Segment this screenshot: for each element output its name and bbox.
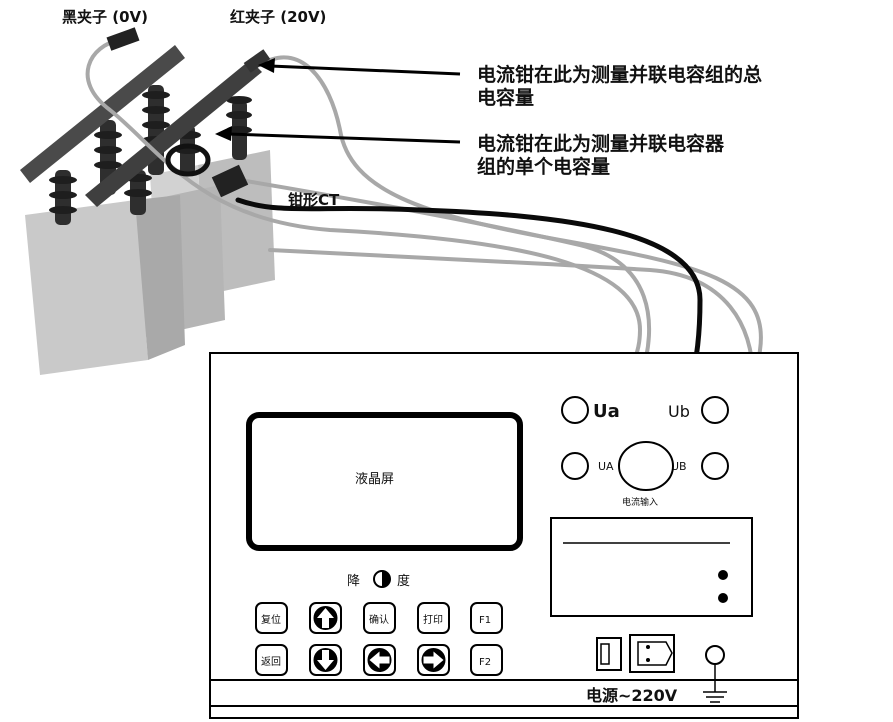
port-current-input-label: 电流输入 bbox=[622, 496, 658, 508]
annotation-single-line2: 组的单个电容量 bbox=[477, 155, 610, 178]
ground-terminal[interactable] bbox=[705, 645, 725, 692]
gray-cable-1 bbox=[85, 38, 643, 407]
port-ua-big[interactable] bbox=[561, 396, 589, 424]
power-switch[interactable] bbox=[596, 637, 622, 671]
contrast-knob[interactable] bbox=[373, 570, 391, 588]
lcd-label: 液晶屏 bbox=[355, 472, 394, 487]
clamp-ct-label: 钳形CT bbox=[288, 191, 340, 209]
right-arrow-icon bbox=[421, 648, 446, 672]
reset-key[interactable]: 复位 bbox=[255, 602, 288, 634]
annotation-total-line1: 电流钳在此为测量并联电容组的总 bbox=[477, 63, 762, 86]
confirm-key[interactable]: 确认 bbox=[363, 602, 396, 634]
f2-key[interactable]: F2 bbox=[470, 644, 503, 676]
print-key-label: 打印 bbox=[423, 613, 443, 626]
contrast-right-label: 度 bbox=[397, 573, 410, 589]
confirm-key-label: 确认 bbox=[369, 613, 389, 626]
port-ub-small[interactable] bbox=[701, 452, 729, 480]
up-arrow-key[interactable] bbox=[309, 602, 342, 634]
port-ub-big-label: Ub bbox=[668, 402, 690, 421]
print-key[interactable]: 打印 bbox=[417, 602, 450, 634]
contrast-left-label: 降 bbox=[347, 574, 360, 589]
port-ub-small-label: UB bbox=[671, 460, 687, 473]
f1-key-label: F1 bbox=[479, 615, 491, 626]
annotation-single-line1: 电流钳在此为测量并联电容器 bbox=[477, 132, 725, 155]
black-clip-label: 黑夹子 (0V) bbox=[62, 8, 148, 26]
printer-slot bbox=[550, 517, 753, 617]
clamp-ct bbox=[165, 143, 249, 198]
annotation-arrows bbox=[215, 58, 461, 144]
port-ua-small-label: UA bbox=[598, 460, 614, 473]
lcd-screen: 液晶屏 bbox=[246, 412, 523, 551]
left-arrow-key[interactable] bbox=[363, 644, 396, 676]
black-clip bbox=[106, 27, 140, 51]
f1-key[interactable]: F1 bbox=[470, 602, 503, 634]
port-current-input[interactable] bbox=[618, 441, 674, 491]
down-arrow-key[interactable] bbox=[309, 644, 342, 676]
power-label: 电源~220V bbox=[586, 686, 678, 705]
power-socket[interactable] bbox=[629, 634, 675, 673]
down-arrow-icon bbox=[313, 648, 338, 672]
reset-key-label: 复位 bbox=[261, 613, 281, 626]
port-ua-small[interactable] bbox=[561, 452, 589, 480]
port-ub-big[interactable] bbox=[701, 396, 729, 424]
up-arrow-icon bbox=[313, 606, 338, 630]
annotation-total-line2: 电容量 bbox=[477, 86, 534, 109]
ground-icon bbox=[703, 691, 727, 703]
capacitor-unit-front bbox=[25, 91, 252, 375]
busbars bbox=[20, 45, 262, 207]
f2-key-label: F2 bbox=[479, 657, 491, 668]
left-arrow-icon bbox=[367, 648, 392, 672]
red-clip bbox=[243, 49, 271, 73]
red-clip-label: 红夹子 (20V) bbox=[230, 8, 326, 26]
back-key[interactable]: 返回 bbox=[255, 644, 288, 676]
back-key-label: 返回 bbox=[261, 656, 281, 668]
port-ua-big-label: Ua bbox=[593, 401, 620, 422]
right-arrow-key[interactable] bbox=[417, 644, 450, 676]
capacitor-bank bbox=[20, 45, 275, 375]
